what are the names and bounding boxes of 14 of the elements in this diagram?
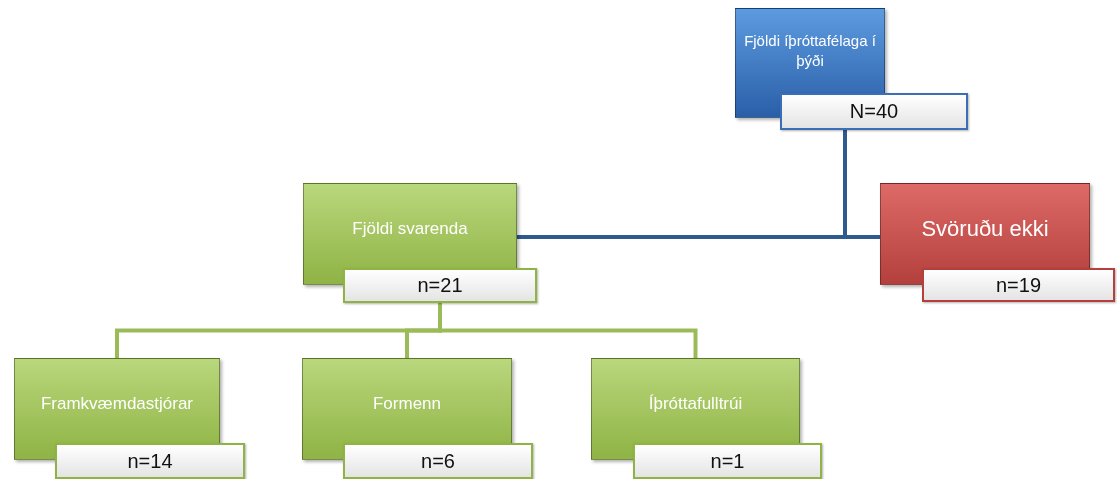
box-title: Svöruðu ekki <box>921 215 1049 243</box>
count-label: n=1 <box>633 443 822 479</box>
box-title: Íþróttafulltrúi <box>648 393 743 415</box>
box-title: Fjöldi svarenda <box>352 218 468 240</box>
count-label: n=19 <box>922 268 1115 302</box>
box-title: Formenn <box>373 393 441 415</box>
count-label: n=21 <box>343 268 537 303</box>
count-label: n=14 <box>55 443 245 479</box>
count-label: n=6 <box>343 443 533 479</box>
box-title: Fjöldi íþróttafélaga í þýði <box>743 31 877 72</box>
count-label: N=40 <box>780 93 968 130</box>
connector-line <box>843 130 880 239</box>
box-title: Framkvæmdastjórar <box>40 393 194 415</box>
connector-line <box>438 303 698 358</box>
